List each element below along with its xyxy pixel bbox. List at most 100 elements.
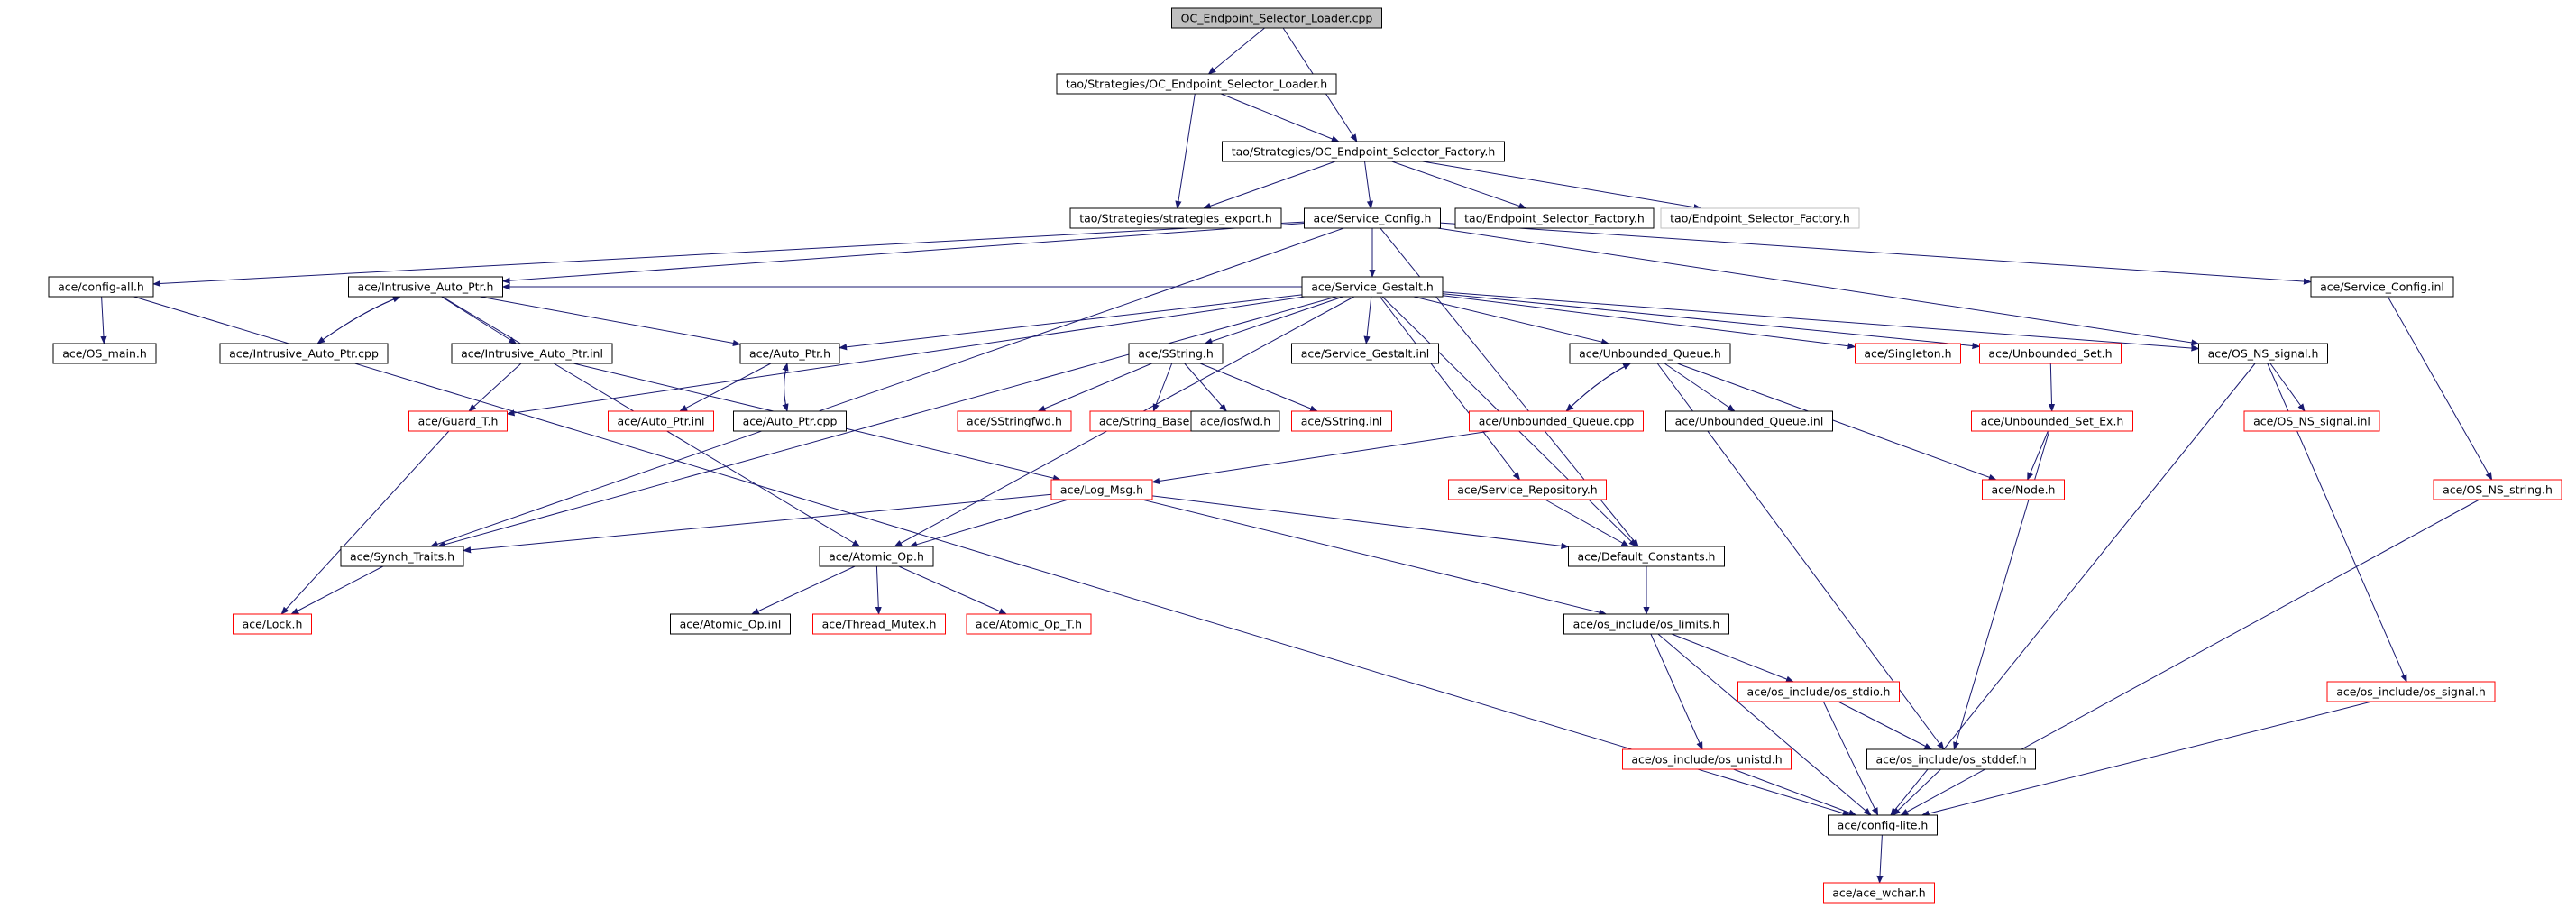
edge-n10-to-n20 [1442,291,2200,352]
edge-n0-to-n1 [1207,27,1265,75]
edge-n10-to-n36 [436,296,1337,548]
graph-node[interactable]: tao/Endpoint_Selector_Factory.h [1454,207,1655,229]
graph-node-box [2433,479,2562,500]
graph-node-box [2198,343,2328,364]
graph-node[interactable]: ace/Atomic_Op.inl [670,613,791,635]
graph-node[interactable]: ace/Default_Constants.h [1568,546,1725,567]
graph-node-box [608,410,714,432]
graph-node-label: ace/os_include/os_limits.h [1573,618,1720,631]
graph-node-label: ace/Unbounded_Queue.h [1579,347,1721,361]
graph-node[interactable]: ace/Service_Repository.h [1448,479,1607,500]
edge-n11-to-n32 [2387,296,2493,481]
graph-node[interactable]: ace/Unbounded_Queue.inl [1665,410,1833,432]
graph-node-label: ace/Auto_Ptr.h [749,347,830,361]
graph-node[interactable]: ace/Intrusive_Auto_Ptr.inl [451,343,613,364]
edge-n33-to-n38 [1151,495,1570,549]
graph-node[interactable]: ace/Log_Msg.h [1050,479,1153,500]
graph-node-box [1069,207,1282,229]
graph-node[interactable]: ace/iosfwd.h [1190,410,1280,432]
graph-node[interactable]: ace/OS_NS_signal.h [2198,343,2328,364]
graph-node[interactable]: ace/os_include/os_stdio.h [1737,681,1900,702]
graph-node[interactable]: ace/Intrusive_Auto_Ptr.cpp [219,343,389,364]
graph-node[interactable]: ace/os_include/os_signal.h [2326,681,2496,702]
edge-n19-to-n30 [2048,363,2056,412]
graph-node[interactable]: tao/Strategies/OC_Endpoint_Selector_Fact… [1222,141,1505,162]
edge-n10-to-n34 [1380,296,1521,481]
graph-node[interactable]: ace/OS_NS_signal.inl [2243,410,2380,432]
graph-node-box [2243,410,2380,432]
graph-node-label: ace/config-lite.h [1838,819,1929,832]
graph-node[interactable]: tao/Strategies/OC_Endpoint_Selector_Load… [1056,73,1337,95]
edge-n9-to-n14 [480,296,741,346]
graph-node-label: ace/Guard_T.h [418,415,499,428]
graph-node[interactable]: ace/OS_NS_string.h [2433,479,2562,500]
graph-node[interactable]: ace/os_include/os_stddef.h [1866,748,2036,770]
graph-node[interactable]: ace/Lock.h [233,613,312,635]
graph-node-box [1056,73,1337,95]
graph-node[interactable]: ace/Auto_Ptr.inl [608,410,714,432]
graph-node[interactable]: ace/Atomic_Op_T.h [966,613,1092,635]
graph-node-box [1304,207,1441,229]
graph-node[interactable]: ace/OS_main.h [52,343,157,364]
graph-node[interactable]: ace/ace_wchar.h [1823,882,1935,904]
graph-node[interactable]: tao/Endpoint_Selector_Factory.h [1660,207,1860,229]
graph-node-box [1448,479,1607,500]
graph-node[interactable]: ace/String_Base.h [1089,410,1210,432]
graph-node[interactable]: ace/Unbounded_Queue.h [1569,343,1731,364]
edge-n4-to-n7 [152,221,1305,288]
edge-n2-to-n4 [1364,161,1373,209]
graph-node[interactable]: ace/Atomic_Op.h [819,546,934,567]
graph-node-label: ace/os_include/os_stdio.h [1747,685,1891,699]
graph-node[interactable]: ace/os_include/os_unistd.h [1622,748,1792,770]
graph-node[interactable]: ace/Unbounded_Set_Ex.h [1971,410,2133,432]
graph-node-box [812,613,946,635]
edge-layer [100,27,2493,884]
graph-node[interactable]: ace/Intrusive_Auto_Ptr.h [348,276,503,298]
edge-n2-to-n3 [1203,161,1336,209]
graph-node[interactable]: ace/Synch_Traits.h [340,546,464,567]
graph-node[interactable]: ace/Node.h [1982,479,2065,500]
graph-node[interactable]: ace/Auto_Ptr.h [739,343,840,364]
edge-n32-to-n48 [1900,499,2480,816]
graph-node[interactable]: ace/config-lite.h [1828,814,1938,836]
edge-n14-to-n22 [679,363,772,412]
graph-node-label: ace/Unbounded_Queue.inl [1675,415,1824,428]
edge-n17-to-n28 [1565,363,1631,412]
edge-n44-to-n47 [1838,701,1933,750]
graph-node[interactable]: ace/SString.h [1128,343,1224,364]
graph-node[interactable]: ace/Guard_T.h [408,410,508,432]
graph-node-label: ace/OS_NS_signal.h [2208,347,2319,361]
graph-node-box [733,410,847,432]
graph-node-box [1291,343,1439,364]
graph-node[interactable]: ace/Unbounded_Queue.cpp [1469,410,1644,432]
graph-node-label: ace/config-all.h [58,280,144,294]
graph-node[interactable]: ace/Service_Gestalt.h [1301,276,1444,298]
graph-node-label: ace/Service_Config.inl [2320,280,2444,294]
graph-node[interactable]: ace/SStringfwd.h [957,410,1072,432]
graph-node[interactable]: ace/Service_Config.h [1304,207,1441,229]
edge-n43-to-n44 [1671,633,1794,683]
graph-node[interactable]: ace/os_include/os_limits.h [1563,613,1729,635]
graph-node[interactable]: tao/Strategies/strategies_export.h [1069,207,1282,229]
graph-node-box [1971,410,2133,432]
edge-n9-to-n12 [316,296,400,344]
graph-node[interactable]: ace/SString.inl [1291,410,1392,432]
graph-node-box [1050,479,1153,500]
graph-node-label: ace/Auto_Ptr.cpp [743,415,838,428]
edge-n10-to-n18 [1442,295,1856,350]
graph-node[interactable]: ace/Auto_Ptr.cpp [733,410,847,432]
graph-node-label: OC_Endpoint_Selector_Loader.cpp [1181,12,1373,25]
graph-node[interactable]: ace/config-all.h [48,276,154,298]
graph-node[interactable]: ace/Thread_Mutex.h [812,613,946,635]
graph-node[interactable]: ace/Singleton.h [1855,343,1961,364]
graph-node-box [1665,410,1833,432]
graph-node[interactable]: ace/Service_Config.inl [2310,276,2454,298]
graph-node[interactable]: ace/Unbounded_Set.h [1979,343,2122,364]
graph-node[interactable]: ace/Service_Gestalt.inl [1291,343,1439,364]
graph-node-box [1171,7,1382,29]
graph-node-box [670,613,791,635]
edge-n20-to-n31 [2269,363,2306,412]
edge-n30-to-n47 [1953,430,2050,750]
edge-n45-to-n48 [1921,701,2372,817]
graph-node-box [1301,276,1444,298]
